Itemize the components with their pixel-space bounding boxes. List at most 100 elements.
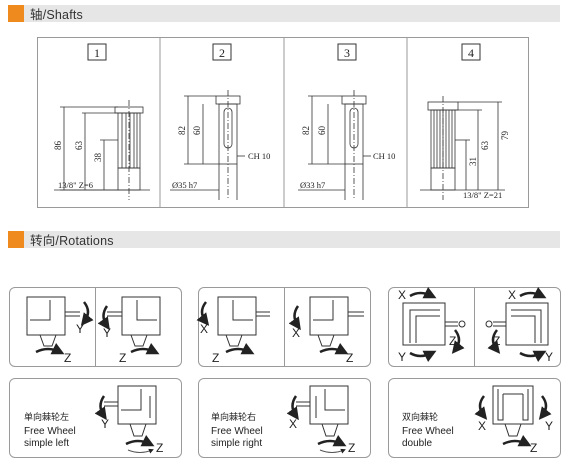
- rotation-arrow-x: [286, 395, 299, 421]
- rotation-arrow-x: [196, 301, 210, 326]
- shaft-1-dim-38: 38: [93, 153, 103, 163]
- panel-divider: [95, 287, 96, 367]
- axis-label-x: X: [289, 417, 297, 431]
- rotation-arrow-z: [225, 343, 255, 355]
- shaft-1-dim-86: 86: [53, 141, 63, 151]
- freewheel-left-en2: simple left: [24, 438, 69, 449]
- axis-label-z: Z: [530, 441, 537, 455]
- gearbox-3a: [402, 302, 466, 346]
- shaft-3-number-box: [337, 43, 357, 61]
- section-accent: [8, 5, 24, 22]
- shaft-2-number-box: [212, 43, 232, 61]
- axis-label-x: X: [200, 322, 208, 336]
- gearbox-2a: [217, 296, 270, 347]
- rotation-arrow-x: [474, 395, 488, 420]
- axis-label-z: Z: [346, 351, 353, 365]
- rotation-arrow-y: [519, 350, 547, 362]
- gearbox-2b: [309, 296, 364, 347]
- shaft-1-note: 13/8" Z=6: [58, 180, 93, 190]
- shaft-3-drawing: [298, 90, 371, 200]
- shaft-4-number: 4: [468, 46, 474, 60]
- rotation-arrow-z: [317, 435, 347, 447]
- rotation-arrow-y: [538, 395, 552, 420]
- panel-divider: [284, 287, 285, 367]
- axis-label-y: Y: [398, 350, 406, 364]
- axis-label-z: Z: [156, 441, 163, 455]
- rotation-arrow-x: [519, 287, 547, 299]
- rotation-arrow-z: [319, 343, 349, 355]
- section-accent: [8, 231, 24, 248]
- rotation-arrow-y: [80, 301, 94, 326]
- axis-label-z: Z: [449, 334, 456, 348]
- axis-label-x: X: [478, 419, 486, 433]
- rotation-arrow-y: [97, 305, 110, 331]
- shaft-1-number: 1: [94, 46, 100, 60]
- rotation-arrow-z: [35, 343, 65, 355]
- shaft-4-note: 13/8" Z=21: [463, 190, 502, 200]
- freewheel-left-cn: 单向棘轮左: [24, 411, 69, 422]
- shaft-2-dim-60: 60: [192, 126, 202, 136]
- freewheel-left-gearbox: [104, 385, 157, 437]
- shaft-2-drawing: [170, 90, 245, 200]
- shaft-1-drawing: [54, 100, 150, 200]
- axis-label-y: Y: [545, 350, 553, 364]
- shaft-2-ch: CH 10: [248, 151, 270, 161]
- freewheel-right-en1: Free Wheel: [211, 426, 263, 437]
- rotation-arrow-z: [451, 329, 465, 354]
- shaft-2-dim-82: 82: [177, 126, 187, 135]
- freewheel-double-cn: 双向棘轮: [402, 411, 438, 422]
- shaft-4-dim-63: 63: [480, 141, 490, 151]
- axis-label-x: X: [398, 288, 406, 302]
- axis-label-z: Z: [348, 441, 355, 455]
- shaft-1-number-box: [87, 43, 107, 61]
- shaft-4-dim-79: 79: [500, 131, 510, 141]
- shafts-section-header: 轴/Shafts: [8, 5, 560, 22]
- shaft-3-ch: CH 10: [373, 151, 395, 161]
- rotation-arrow-z: [130, 343, 160, 355]
- freewheel-left-en1: Free Wheel: [24, 426, 76, 437]
- shaft-3-dim-82: 82: [301, 126, 311, 135]
- freewheel-double-en2: double: [402, 438, 432, 449]
- shafts-frame: [37, 37, 529, 208]
- shaft-3-number: 3: [344, 46, 350, 60]
- gearbox-1a: [26, 296, 80, 347]
- panel-divider: [474, 287, 475, 367]
- section-title: 转向/Rotations: [30, 234, 114, 248]
- shaft-2-number: 2: [219, 46, 225, 60]
- axis-label-y: Y: [101, 417, 109, 431]
- rotation-arrow-x: [288, 305, 301, 331]
- rotation-arrow-y: [94, 395, 107, 421]
- axis-label-y: Y: [545, 419, 553, 433]
- axis-label-z: Z: [64, 351, 71, 365]
- freewheel-right-gearbox: [296, 385, 349, 437]
- axis-label-y: Y: [103, 326, 111, 340]
- shaft-3-dim-60: 60: [317, 126, 327, 136]
- axis-label-x: X: [292, 326, 300, 340]
- axis-label-z: Z: [493, 334, 500, 348]
- gearbox-3b: [485, 302, 549, 346]
- shaft-3-dia: Ø33 h7: [300, 180, 325, 190]
- gearbox-1b: [107, 296, 161, 347]
- rotation-arrow-z: [502, 435, 532, 447]
- shaft-4-drawing: [420, 96, 505, 200]
- rotation-arrow-z: [125, 435, 155, 447]
- rotation-arrow-z-outline: [127, 448, 154, 454]
- axis-label-z: Z: [212, 351, 219, 365]
- freewheel-right-cn: 单向棘轮右: [211, 411, 256, 422]
- shaft-2-dia: Ø35 h7: [172, 180, 197, 190]
- rotations-section-header: 转向/Rotations: [8, 231, 560, 248]
- axis-label-z: Z: [119, 351, 126, 365]
- rotation-arrow-z: [487, 329, 501, 354]
- freewheel-double-en1: Free Wheel: [402, 426, 454, 437]
- rotation-arrow-x: [409, 287, 437, 299]
- shaft-4-dim-31: 31: [468, 157, 478, 166]
- shaft-1-dim-63: 63: [74, 141, 84, 151]
- rotation-arrow-y: [409, 350, 437, 362]
- freewheel-right-en2: simple right: [211, 438, 262, 449]
- axis-label-x: X: [508, 288, 516, 302]
- section-title: 轴/Shafts: [30, 8, 84, 22]
- axis-label-y: Y: [76, 322, 84, 336]
- freewheel-double-gearbox: [492, 385, 534, 437]
